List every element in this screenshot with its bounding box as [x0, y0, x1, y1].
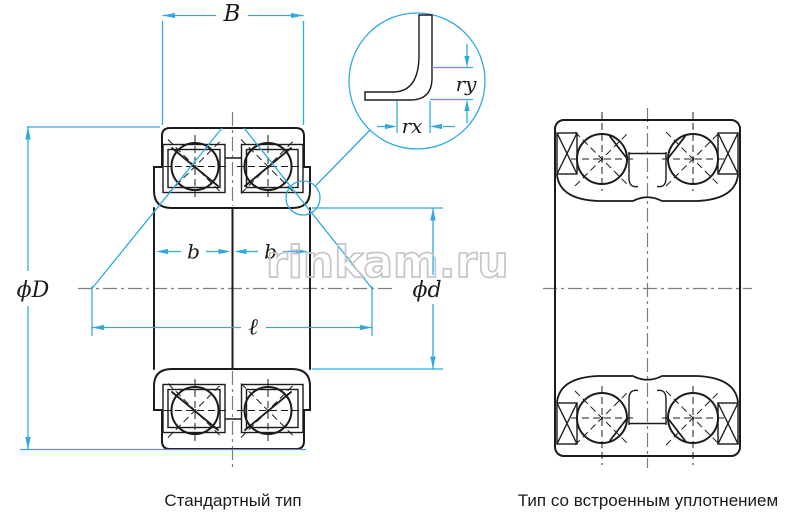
raceway-boundaries — [556, 174, 739, 403]
seal-bottom-left — [556, 402, 578, 445]
label-rx: rx — [402, 114, 423, 138]
ball-crosshairs-right — [571, 112, 724, 465]
contact-angle-lines — [91, 127, 373, 289]
inner-ring-sleeve — [153, 207, 311, 370]
dimension-l: ℓ — [91, 286, 373, 341]
label-phiD: ϕD — [17, 278, 50, 303]
watermark: rinkam.ru — [266, 237, 509, 288]
ball-contact-chords-right — [609, 135, 686, 442]
seal-top-right — [717, 132, 739, 175]
dimension-b: b b — [156, 240, 308, 264]
dimension-ry: ry — [430, 44, 477, 123]
seal-top-left — [556, 132, 578, 175]
centerlines-right — [543, 108, 752, 468]
dimension-phiD: ϕD — [17, 126, 306, 451]
ring-corner-section — [364, 14, 433, 101]
ball-contact-chords-left — [171, 147, 292, 431]
sealed-type-drawing — [543, 108, 752, 468]
label-phid: ϕd — [412, 278, 441, 303]
standard-type-drawing: B ϕD ϕd b — [17, 1, 486, 468]
label-b-right: b — [264, 240, 277, 264]
label-l: ℓ — [248, 315, 258, 341]
centerlines-left — [78, 112, 392, 468]
outer-ring-top — [153, 127, 311, 209]
label-b-left: b — [187, 240, 200, 264]
caption-standard-type: Стандартный тип — [164, 491, 301, 510]
inner-ring-center — [628, 152, 667, 425]
dimension-rx: rx — [377, 101, 455, 138]
dimension-B: B — [161, 1, 305, 125]
dimension-phid: ϕd — [312, 207, 443, 370]
caption-sealed-type: Тип со встроенным уплотнением — [518, 491, 778, 510]
bearing-body — [554, 119, 741, 457]
corner-callout — [285, 129, 371, 216]
chamfer-detail: ry rx — [348, 12, 486, 150]
seal-bottom-right — [717, 402, 739, 445]
label-B: B — [223, 1, 241, 27]
raceway-pockets — [162, 143, 304, 434]
label-ry: ry — [456, 72, 478, 96]
